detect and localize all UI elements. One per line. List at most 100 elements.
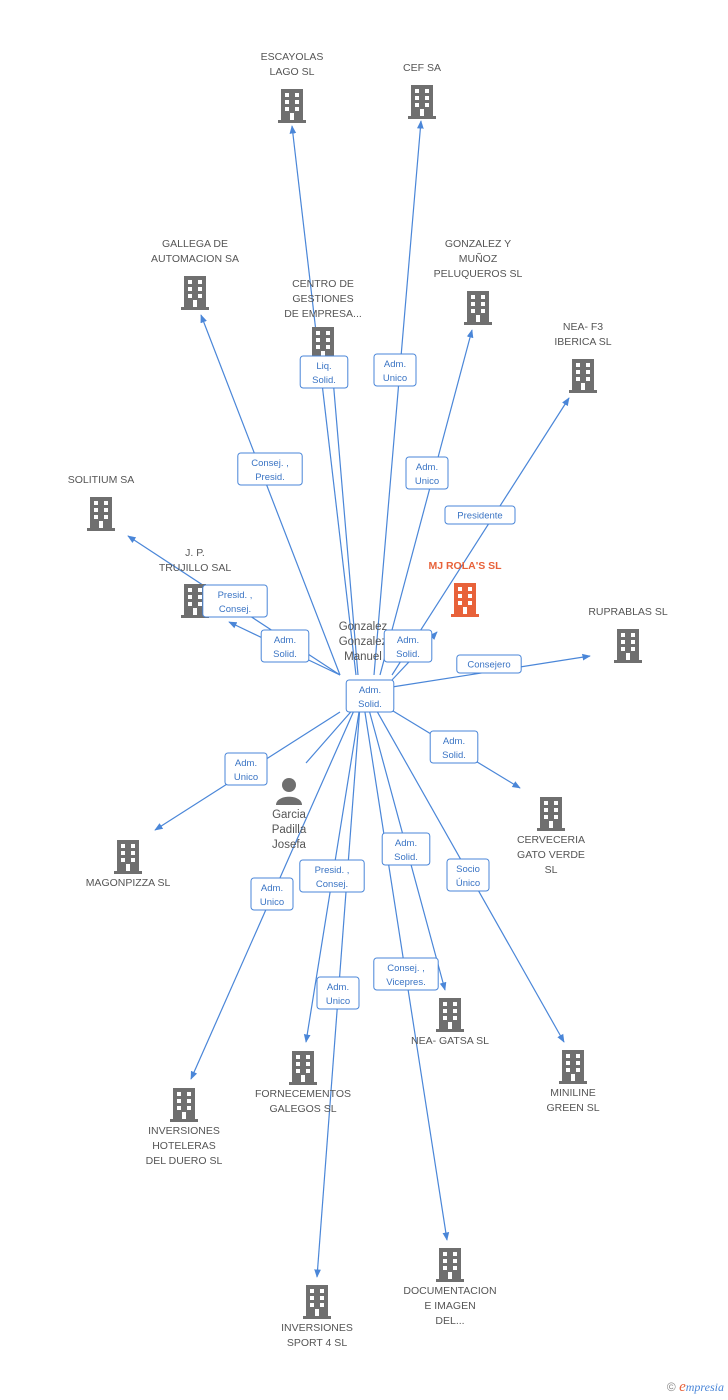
relation-label-magonpizza: Adm. Unico xyxy=(224,752,268,786)
edge-gonzalez_manuel-nea_f3 xyxy=(391,397,570,676)
company-node-nea_f3[interactable]: NEA- F3 IBERICA SL xyxy=(554,321,612,393)
company-label: INVERSIONES xyxy=(281,1322,353,1334)
company-label: MINILINE xyxy=(550,1087,596,1099)
company-node-mj_rolas[interactable]: MJ ROLA'S SL xyxy=(428,560,502,617)
edge-line xyxy=(200,314,341,676)
edge-line xyxy=(379,329,474,676)
company-label: MAGONPIZZA SL xyxy=(86,877,171,889)
building-icon xyxy=(114,840,142,874)
relation-text: Adm. xyxy=(261,883,283,894)
building-icon xyxy=(436,1248,464,1282)
relation-text: Liq. xyxy=(316,361,331,372)
person-label: Gonzalez xyxy=(339,621,388,633)
relation-text: Único xyxy=(456,878,480,889)
relation-label-inversiones_sport: Adm. Unico xyxy=(316,976,360,1010)
relation-text: Presid. , xyxy=(218,590,253,601)
edge-line xyxy=(391,397,570,676)
company-node-solitium[interactable]: SOLITIUM SA xyxy=(68,474,135,531)
person-label: Gonzalez xyxy=(339,636,388,648)
relation-text: Adm. xyxy=(395,838,417,849)
relation-text: Solid. xyxy=(358,699,382,710)
company-label: INVERSIONES xyxy=(148,1125,220,1137)
person-label: Manuel xyxy=(344,651,382,663)
relation-text: Socio xyxy=(456,864,480,875)
brand-e: e xyxy=(679,1379,686,1395)
company-node-cef[interactable]: CEF SA xyxy=(403,62,441,119)
empresia-brand[interactable]: © empresia xyxy=(667,1379,724,1396)
company-node-nea_gatsa[interactable]: NEA- GATSA SL xyxy=(411,998,489,1047)
relation-label-mj_rolas: Adm.Solid. xyxy=(383,629,433,663)
building-icon xyxy=(537,797,565,831)
person-icon xyxy=(276,778,302,805)
relation-text: Unico xyxy=(234,772,258,783)
building-icon xyxy=(569,359,597,393)
building-icon xyxy=(170,1088,198,1122)
relation-text: Unico xyxy=(326,996,350,1007)
company-label: NEA- F3 xyxy=(563,321,603,333)
relation-text: Adm. xyxy=(443,736,465,747)
copyright-symbol: © xyxy=(666,1380,676,1394)
building-icon xyxy=(303,1285,331,1319)
relation-text: Solid. xyxy=(394,852,418,863)
company-label: GONZALEZ Y xyxy=(445,238,511,250)
relation-text: Adm. xyxy=(327,982,349,993)
edge-gonzalez_manuel-gonzalez_pel xyxy=(379,329,474,676)
relation-text: Vicepres. xyxy=(386,977,425,988)
relation-label-fornecementos: Presid. , Consej. xyxy=(299,859,365,893)
person-label: Josefa xyxy=(272,839,306,851)
building-icon xyxy=(289,1051,317,1085)
company-label: IBERICA SL xyxy=(554,336,611,348)
company-label: SOLITIUM SA xyxy=(68,474,135,486)
relation-label-nea_gatsa: Adm. Solid. xyxy=(381,832,431,866)
building-icon xyxy=(614,629,642,663)
relation-text: Unico xyxy=(260,897,284,908)
company-label: DE EMPRESA... xyxy=(284,308,362,320)
company-label: MUÑOZ xyxy=(459,252,498,265)
company-label: DEL... xyxy=(435,1315,464,1327)
company-node-ruprablas[interactable]: RUPRABLAS SL xyxy=(588,606,668,663)
building-icon xyxy=(278,89,306,123)
relation-label-centro: Liq.Solid. xyxy=(299,355,349,389)
company-label: NEA- GATSA SL xyxy=(411,1035,489,1047)
company-label: MJ ROLA'S SL xyxy=(428,560,502,572)
company-label: HOTELERAS xyxy=(152,1140,216,1152)
company-label: LAGO SL xyxy=(270,66,315,78)
company-label: GALLEGA DE xyxy=(162,238,228,250)
company-node-jp_trujillo[interactable]: J. P.TRUJILLO SAL xyxy=(159,547,232,618)
edge-line xyxy=(289,125,357,676)
relation-text: Consej. xyxy=(316,879,348,890)
building-icon xyxy=(436,998,464,1032)
relation-label-cerveceria: Adm. Solid. xyxy=(429,730,479,764)
person-label: Padilla xyxy=(272,824,307,836)
company-label: TRUJILLO SAL xyxy=(159,562,232,574)
relation-label-documentacion: Consej. ,Vicepres. xyxy=(373,957,439,991)
company-label: SPORT 4 SL xyxy=(287,1337,347,1349)
relation-text: Presid. , xyxy=(315,865,350,876)
relation-text: Consej. , xyxy=(251,458,289,469)
relation-label-hub: Adm.Solid. xyxy=(345,679,395,713)
company-label: DOCUMENTACION xyxy=(403,1285,496,1297)
company-node-magonpizza[interactable]: MAGONPIZZA SL xyxy=(86,840,171,889)
relation-label-inversiones_hot: Adm. Unico xyxy=(250,877,294,911)
company-label: GESTIONES xyxy=(292,293,353,305)
company-label: CEF SA xyxy=(403,62,441,74)
relation-text: Unico xyxy=(383,373,407,384)
company-node-inversiones_sport[interactable]: INVERSIONES SPORT 4 SL xyxy=(281,1285,353,1349)
relation-text: Adm. xyxy=(235,758,257,769)
relation-text: Solid. xyxy=(442,750,466,761)
edge-gonzalez_manuel-centro xyxy=(328,354,359,676)
edge-gonzalez_manuel-gallega xyxy=(200,314,341,676)
company-label: GATO VERDE xyxy=(517,849,585,861)
